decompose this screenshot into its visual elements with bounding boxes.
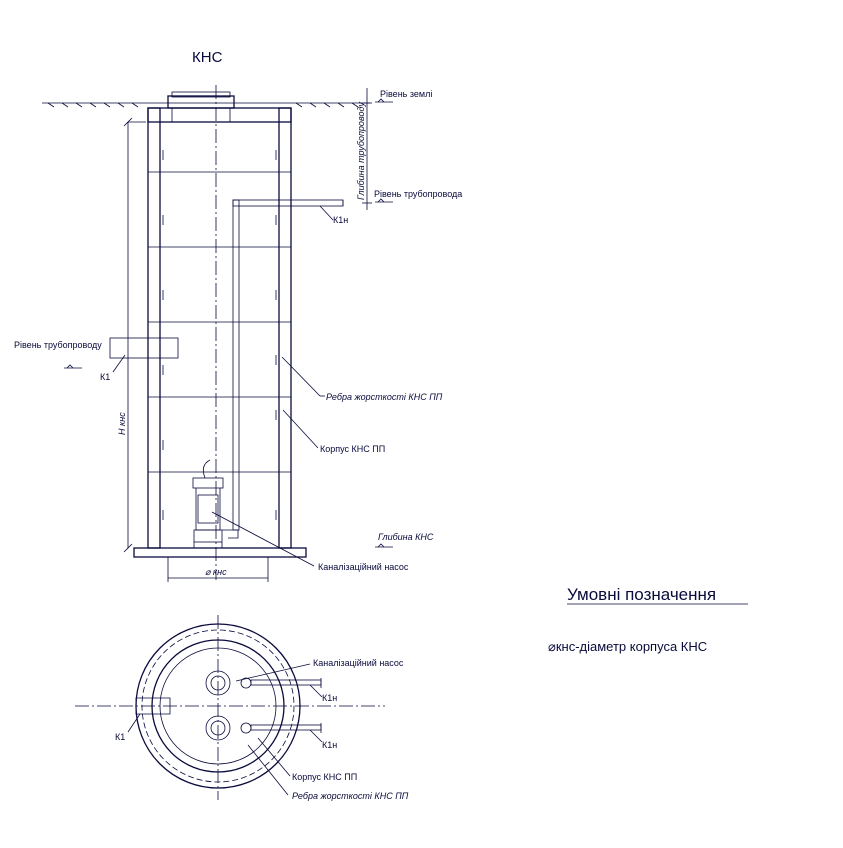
k1-left-label: К1 xyxy=(100,372,110,382)
legend-item: ⌀кнс-діаметр корпуса КНС xyxy=(548,639,707,654)
plan-k1-top-label: К1н xyxy=(322,693,337,703)
diameter-label: ⌀ кнс xyxy=(205,567,227,577)
pump-graphic xyxy=(192,459,239,548)
h-kns-label: Н кнс xyxy=(117,412,127,435)
plan-pump-label: Каналізаційний насос xyxy=(313,658,404,668)
depth-kns-label: Глибина КНС xyxy=(378,532,434,542)
drawing-title: КНС xyxy=(192,49,223,66)
rib-label: Ребра жорсткості КНС ПП xyxy=(326,392,443,402)
pipe-level-left-label: Рівень трубопроводу xyxy=(14,340,102,350)
plan-k1-bottom-label: К1н xyxy=(322,740,337,750)
k1-right-label: К1н xyxy=(333,215,348,225)
body-label: Корпус КНС ПП xyxy=(320,444,385,454)
ground-level-label: Рівень землі xyxy=(380,89,432,99)
plan-view: Каналізаційний насос К1н К1н К1 Корпус К… xyxy=(75,615,409,801)
legend-title: Умовні позначення xyxy=(567,585,716,604)
plan-rib-label: Ребра жорсткості КНС ПП xyxy=(292,791,409,801)
legend: Умовні позначення ⌀кнс-діаметр корпуса К… xyxy=(548,585,748,654)
pipe-level-right-label: Рівень трубопровода xyxy=(374,189,462,199)
plan-body-label: Корпус КНС ПП xyxy=(292,772,357,782)
pipe-depth-label: Глибина трубопроводу xyxy=(356,102,366,200)
plan-k1-left-label: К1 xyxy=(115,732,125,742)
section-view: Н кнс ⌀ кнс Глибина трубопроводу Рівень … xyxy=(14,85,462,582)
pump-label: Каналізаційний насос xyxy=(318,562,409,572)
